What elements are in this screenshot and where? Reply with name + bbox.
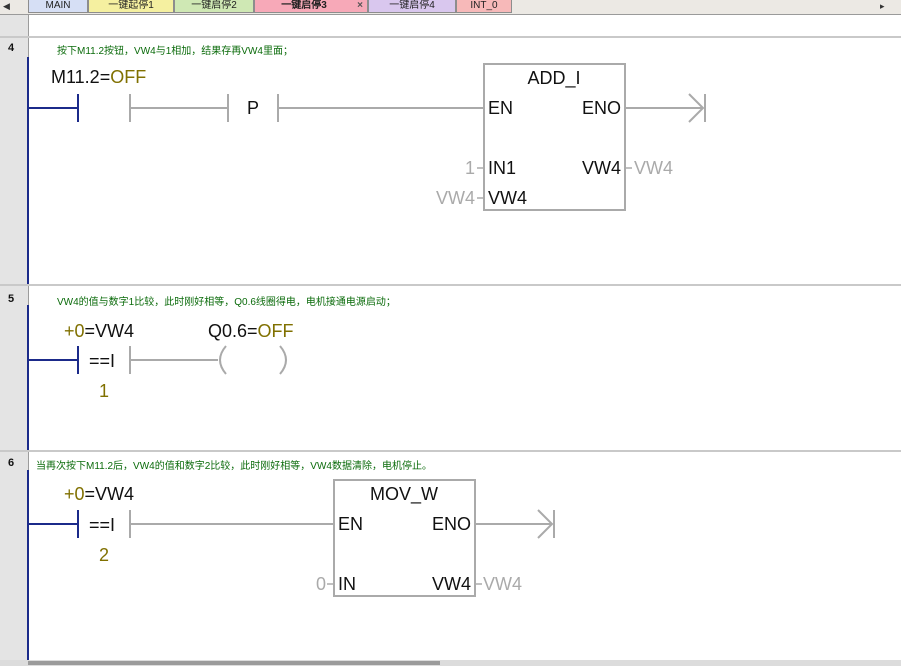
in-value[interactable]: 0 <box>316 574 326 594</box>
coil-right-arc <box>279 345 287 375</box>
network-number: 4 <box>8 42 15 54</box>
scroll-right-icon[interactable]: ▸ <box>880 1 885 11</box>
network-separator <box>0 284 901 286</box>
network-comment[interactable]: 当再次按下M11.2后，VW4的值和数字2比较，此时刚好相等，VW4数据清除，电… <box>36 461 432 472</box>
compare-left-operand[interactable]: +0=VW4 <box>64 484 134 504</box>
box-out-label: VW4 <box>582 158 621 178</box>
box-out-label: VW4 <box>432 574 471 594</box>
pulse-label: P <box>247 98 259 118</box>
contact-state: OFF <box>110 67 146 87</box>
box-in2-label: VW4 <box>488 188 527 208</box>
tab-main[interactable]: MAIN <box>28 0 88 13</box>
coil-state: OFF <box>258 321 294 341</box>
scroll-left-icon[interactable]: ◀ <box>3 1 10 11</box>
box-eno-label: ENO <box>432 514 471 534</box>
close-icon[interactable]: × <box>357 0 363 11</box>
out-value[interactable]: VW4 <box>634 158 673 178</box>
network-number: 5 <box>8 293 15 305</box>
box-title: ADD_I <box>527 68 580 89</box>
out-value[interactable]: VW4 <box>483 574 522 594</box>
compare-operator: ==I <box>89 351 115 371</box>
network-separator <box>0 36 901 38</box>
add-i-box[interactable] <box>483 63 626 211</box>
tab-bar: ◀ MAIN 一键起停1 一键启停2 一键启停3 × 一键启停4 INT_0 ▸ <box>0 0 901 15</box>
tab-label: 一键启停3 <box>281 0 327 11</box>
box-in-label: IN <box>338 574 356 594</box>
box-en-label: EN <box>338 514 363 534</box>
coil-address[interactable]: Q0.6=OFF <box>208 321 294 341</box>
eno-arrow-icon <box>537 509 554 539</box>
tab-label: MAIN <box>45 0 71 11</box>
tab-label: INT_0 <box>470 0 498 11</box>
compare-operator: ==I <box>89 515 115 535</box>
box-in1-label: IN1 <box>488 158 516 178</box>
box-en-label: EN <box>488 98 513 118</box>
in2-value[interactable]: VW4 <box>436 188 475 208</box>
compare-right-operand[interactable]: 1 <box>99 381 109 401</box>
network-separator <box>0 450 901 452</box>
horizontal-scrollbar[interactable] <box>0 660 901 666</box>
in1-value[interactable]: 1 <box>465 158 475 178</box>
compare-right-operand[interactable]: 2 <box>99 545 109 565</box>
network-comment[interactable]: VW4的值与数字1比较，此时刚好相等，Q0.6线圈得电，电机接通电源启动； <box>57 297 396 308</box>
mov-w-box[interactable] <box>333 479 476 597</box>
contact-address[interactable]: M11.2=OFF <box>51 67 146 87</box>
tab-yijian-3[interactable]: 一键启停3 × <box>254 0 368 13</box>
tab-yijian-2[interactable]: 一键启停2 <box>174 0 254 13</box>
network-comment[interactable]: 按下M11.2按钮，VW4与1相加，结果存再VW4里面； <box>57 46 293 57</box>
tab-label: 一键起停1 <box>108 0 154 11</box>
tab-label: 一键启停2 <box>191 0 237 11</box>
coil-left-arc <box>219 345 227 375</box>
eno-arrow-icon <box>688 93 705 123</box>
horizontal-scrollbar-thumb[interactable] <box>28 661 440 665</box>
network-number: 6 <box>8 457 15 469</box>
box-eno-label: ENO <box>582 98 621 118</box>
box-title: MOV_W <box>370 484 438 505</box>
tab-yijian-4[interactable]: 一键启停4 <box>368 0 456 13</box>
tab-label: 一键启停4 <box>389 0 435 11</box>
tab-int0[interactable]: INT_0 <box>456 0 512 13</box>
compare-left-operand[interactable]: +0=VW4 <box>64 321 134 341</box>
tab-yijian-1[interactable]: 一键起停1 <box>88 0 174 13</box>
